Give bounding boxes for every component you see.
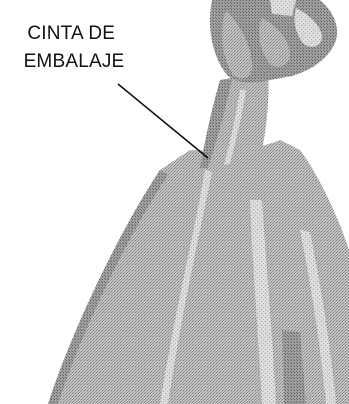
packing-tape-sheet [48, 140, 349, 404]
callout-label: CINTA DE EMBALAJE [24, 23, 125, 72]
hand-illustration [210, 0, 337, 83]
callout-label-line-2: EMBALAJE [24, 51, 125, 72]
callout-leader-line [118, 84, 208, 158]
callout-label-line-1: CINTA DE [27, 23, 115, 44]
